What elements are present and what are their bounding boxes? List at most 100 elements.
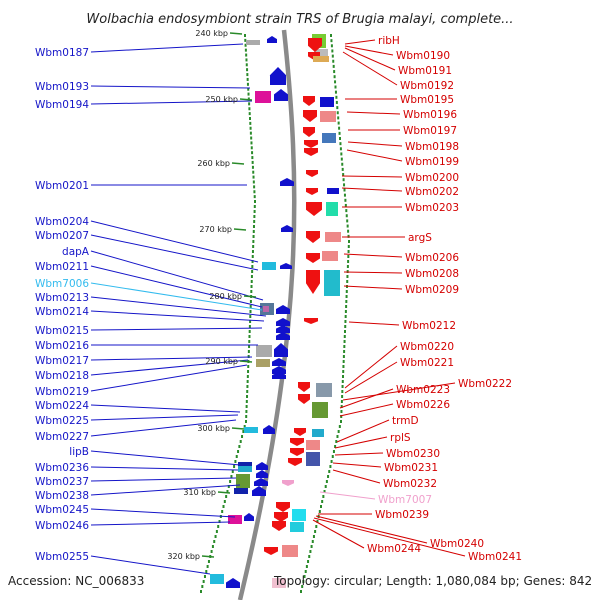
gene-label-Wbm0246[interactable]: Wbm0246 xyxy=(35,520,89,532)
leader-line-Wbm0238 xyxy=(90,484,241,496)
gene-label-Wbm0200[interactable]: Wbm0200 xyxy=(405,172,459,184)
gene-arrow-forward xyxy=(276,305,290,314)
gene-label-Wbm7007[interactable]: Wbm7007 xyxy=(378,494,432,506)
gene-arrow-reverse xyxy=(306,188,318,195)
scale-dot xyxy=(247,350,250,353)
scale-dot xyxy=(342,173,345,177)
scale-dot xyxy=(244,43,247,47)
scale-dot xyxy=(336,106,339,110)
gene-label-Wbm0223[interactable]: Wbm0223 xyxy=(396,384,450,396)
leader-line-Wbm0224 xyxy=(90,404,241,413)
scale-dot xyxy=(322,495,325,498)
scale-dot xyxy=(221,510,224,513)
gene-label-Wbm0209[interactable]: Wbm0209 xyxy=(405,284,459,296)
scale-dot xyxy=(334,445,337,448)
gene-label-Wbm0241[interactable]: Wbm0241 xyxy=(468,551,522,563)
gene-label-ribH[interactable]: ribH xyxy=(378,35,400,47)
gene-label-Wbm0212[interactable]: Wbm0212 xyxy=(402,320,456,332)
gene-label-Wbm0244[interactable]: Wbm0244 xyxy=(367,543,421,555)
scale-dot xyxy=(246,390,249,393)
gene-label-Wbm0201[interactable]: Wbm0201 xyxy=(35,180,89,192)
leader-line-Wbm0240 xyxy=(315,515,428,544)
gene-label-Wbm7006[interactable]: Wbm7006 xyxy=(35,278,89,290)
gene-label-Wbm0239[interactable]: Wbm0239 xyxy=(375,509,429,521)
scale-dot xyxy=(252,170,255,174)
scale-dot xyxy=(331,455,334,458)
gene-box xyxy=(256,345,272,357)
gene-label-Wbm0240[interactable]: Wbm0240 xyxy=(430,538,484,550)
scale-dot xyxy=(229,480,232,483)
gene-label-Wbm0191[interactable]: Wbm0191 xyxy=(398,65,452,77)
gene-label-Wbm0187[interactable]: Wbm0187 xyxy=(35,47,89,59)
scale-dot xyxy=(340,400,343,403)
gene-label-Wbm0230[interactable]: Wbm0230 xyxy=(386,448,440,460)
gene-box xyxy=(320,111,336,122)
gene-label-dapA[interactable]: dapA xyxy=(62,246,90,258)
gene-label-Wbm0197[interactable]: Wbm0197 xyxy=(403,125,457,137)
gene-label-Wbm0222[interactable]: Wbm0222 xyxy=(458,378,512,390)
gene-label-Wbm0211[interactable]: Wbm0211 xyxy=(35,261,89,273)
kbp-tick-mark xyxy=(201,555,215,558)
gene-label-Wbm0255[interactable]: Wbm0255 xyxy=(35,551,89,563)
gene-label-Wbm0236[interactable]: Wbm0236 xyxy=(35,462,89,474)
scale-dot xyxy=(246,375,249,378)
leader-line-Wbm0232 xyxy=(332,469,381,484)
gene-label-trmD[interactable]: trmD xyxy=(392,415,419,427)
gene-label-Wbm0190[interactable]: Wbm0190 xyxy=(396,50,450,62)
gene-label-Wbm0198[interactable]: Wbm0198 xyxy=(405,141,459,153)
scale-dot xyxy=(249,320,252,323)
gene-label-Wbm0213[interactable]: Wbm0213 xyxy=(35,292,89,304)
gene-label-lipB[interactable]: lipB xyxy=(69,446,89,458)
gene-label-Wbm0208[interactable]: Wbm0208 xyxy=(405,268,459,280)
gene-label-Wbm0238[interactable]: Wbm0238 xyxy=(35,490,89,502)
gene-arrow-forward xyxy=(276,325,290,333)
gene-label-Wbm0220[interactable]: Wbm0220 xyxy=(400,341,454,353)
gene-label-Wbm0245[interactable]: Wbm0245 xyxy=(35,504,89,516)
gene-label-Wbm0196[interactable]: Wbm0196 xyxy=(403,109,457,121)
leader-line-Wbm0191 xyxy=(344,47,396,71)
gene-label-argS[interactable]: argS xyxy=(408,232,432,244)
gene-label-Wbm0199[interactable]: Wbm0199 xyxy=(405,156,459,168)
gene-label-Wbm0224[interactable]: Wbm0224 xyxy=(35,400,89,412)
scale-dot xyxy=(245,400,248,403)
gene-label-Wbm0232[interactable]: Wbm0232 xyxy=(383,478,437,490)
gene-label-Wbm0217[interactable]: Wbm0217 xyxy=(35,355,89,367)
gene-label-Wbm0206[interactable]: Wbm0206 xyxy=(405,252,459,264)
gene-label-Wbm0203[interactable]: Wbm0203 xyxy=(405,202,459,214)
scale-dot xyxy=(344,330,346,333)
gene-label-Wbm0226[interactable]: Wbm0226 xyxy=(396,399,450,411)
gene-label-Wbm0221[interactable]: Wbm0221 xyxy=(400,357,454,369)
gene-label-Wbm0204[interactable]: Wbm0204 xyxy=(35,216,89,228)
scale-dot xyxy=(248,330,251,333)
gene-label-Wbm0216[interactable]: Wbm0216 xyxy=(35,340,89,352)
leader-line-Wbm0223 xyxy=(339,388,394,409)
gene-box xyxy=(238,466,252,472)
gene-label-Wbm0215[interactable]: Wbm0215 xyxy=(35,325,89,337)
gene-arrow-reverse xyxy=(304,318,318,324)
gene-label-Wbm0219[interactable]: Wbm0219 xyxy=(35,386,89,398)
gene-label-Wbm0227[interactable]: Wbm0227 xyxy=(35,431,89,443)
gene-label-Wbm0207[interactable]: Wbm0207 xyxy=(35,230,89,242)
scale-dot xyxy=(345,295,348,298)
gene-arrow-reverse xyxy=(303,110,317,122)
gene-label-Wbm0192[interactable]: Wbm0192 xyxy=(400,80,454,92)
scale-dot xyxy=(335,440,338,443)
gene-label-Wbm0237[interactable]: Wbm0237 xyxy=(35,476,89,488)
gene-label-rplS[interactable]: rplS xyxy=(390,432,411,444)
gene-label-Wbm0225[interactable]: Wbm0225 xyxy=(35,415,89,427)
gene-label-Wbm0214[interactable]: Wbm0214 xyxy=(35,306,89,318)
gene-label-Wbm0218[interactable]: Wbm0218 xyxy=(35,370,89,382)
gene-arrow-reverse xyxy=(303,96,315,106)
scale-dot xyxy=(218,520,221,523)
gene-label-Wbm0231[interactable]: Wbm0231 xyxy=(384,462,438,474)
scale-dot xyxy=(253,190,256,194)
scale-dot xyxy=(247,97,250,101)
gene-arrow-reverse xyxy=(298,394,310,404)
gene-label-Wbm0193[interactable]: Wbm0193 xyxy=(35,81,89,93)
gene-label-Wbm0194[interactable]: Wbm0194 xyxy=(35,99,89,111)
scale-dot xyxy=(250,280,253,283)
gene-label-Wbm0195[interactable]: Wbm0195 xyxy=(400,94,454,106)
gene-arrow-forward xyxy=(272,372,286,379)
gene-label-Wbm0202[interactable]: Wbm0202 xyxy=(405,186,459,198)
scale-dot xyxy=(243,425,246,428)
